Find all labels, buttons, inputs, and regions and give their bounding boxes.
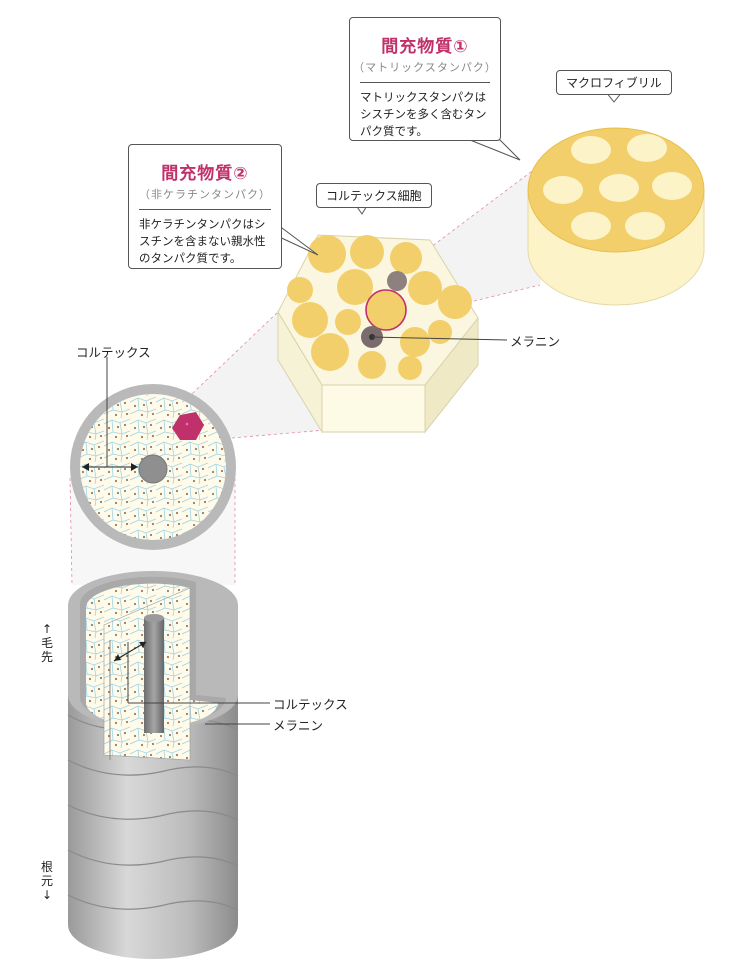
- melanin-cut-label: メラニン: [273, 718, 324, 733]
- box2-desc-line: 非ケラチンタンパクはシ: [139, 217, 266, 231]
- box1-desc-line: パク質です。: [360, 124, 428, 138]
- cortex-cut-label: コルテックス: [273, 697, 348, 712]
- tip-char: 先: [40, 650, 53, 664]
- box1-pointer: [469, 139, 521, 161]
- box2-desc-line: スチンを含まない親水性: [139, 234, 266, 248]
- box1-desc-line: マトリックスタンパクは: [360, 90, 487, 104]
- box2-divider: [139, 209, 271, 210]
- macrofibril-cylinder: [527, 127, 705, 306]
- callout-matrix-protein: 間充物質① （マトリックスタンパク） マトリックスタンパクは シスチンを多く含む…: [349, 17, 501, 141]
- root-char: 根: [40, 860, 53, 874]
- melanin-cell-label: メラニン: [510, 334, 561, 349]
- box1-title: 間充物質①: [381, 37, 469, 57]
- box2-title: 間充物質②: [161, 164, 249, 184]
- cortex-cell-prism: [277, 234, 479, 434]
- box1-desc-line: シスチンを多く含むタン: [360, 107, 487, 121]
- tip-arrow: ↑: [41, 622, 53, 636]
- box2-desc-line: のタンパク質です。: [139, 251, 242, 265]
- box1-divider: [360, 82, 490, 83]
- callout-non-keratin-protein: 間充物質② （非ケラチンタンパク） 非ケラチンタンパクはシ スチンを含まない親水…: [128, 144, 282, 269]
- melanin-leader: [371, 336, 508, 341]
- cortex-cross-label: コルテックス: [76, 345, 151, 360]
- macrofibril-label: マクロフィブリル: [556, 70, 672, 95]
- hair-cross-section: [70, 384, 236, 550]
- root-direction-label: 根 元 ↓: [40, 860, 54, 902]
- box1-subtitle: （マトリックスタンパク）: [353, 61, 497, 74]
- root-arrow: ↓: [41, 888, 53, 902]
- box2-subtitle: （非ケラチンタンパク）: [139, 188, 271, 201]
- cortex-cell-label: コルテックス細胞: [316, 183, 432, 208]
- tip-char: 毛: [40, 636, 53, 650]
- hair-shaft-cutaway: [67, 571, 239, 959]
- tip-direction-label: ↑ 毛 先: [40, 622, 54, 664]
- root-char: 元: [40, 874, 53, 888]
